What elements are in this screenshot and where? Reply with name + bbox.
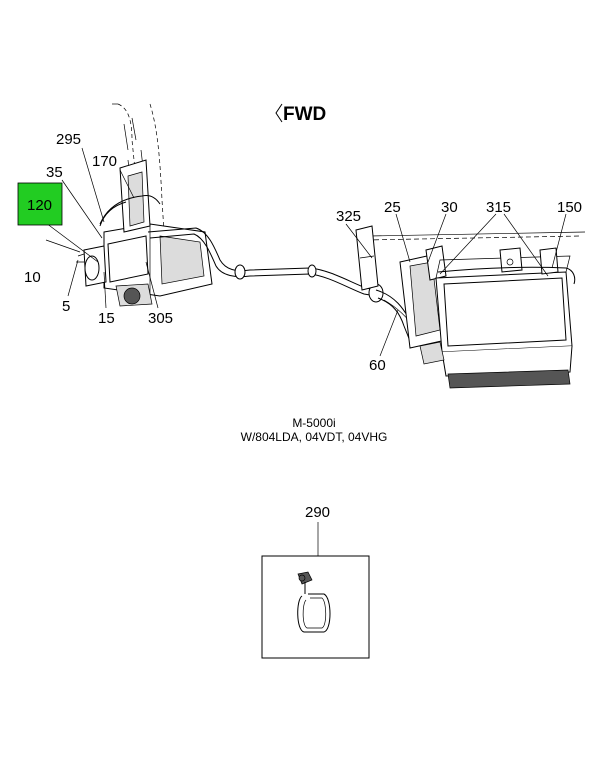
left-hvac-assembly <box>76 159 213 307</box>
callout-labels: 120 295 35 170 10 5 15 305 325 25 30 315… <box>17 131 582 521</box>
callout-35[interactable]: 35 <box>46 164 63 181</box>
callout-315[interactable]: 315 <box>486 199 511 216</box>
callout-5[interactable]: 5 <box>62 298 70 315</box>
callout-150[interactable]: 150 <box>557 199 582 216</box>
cab-pillar <box>112 103 165 233</box>
highlight-box <box>17 182 63 226</box>
detail-box-290 <box>261 555 370 659</box>
callout-60[interactable]: 60 <box>369 357 386 374</box>
callout-15[interactable]: 15 <box>98 310 115 327</box>
callout-120[interactable]: 120 <box>27 197 52 214</box>
model-line-2: W/804LDA, 04VDT, 04VHG <box>241 430 388 444</box>
callout-295[interactable]: 295 <box>56 131 81 148</box>
fwd-indicator: FWD <box>275 103 326 125</box>
callout-170[interactable]: 170 <box>92 153 117 170</box>
model-line-1: M-5000i <box>292 416 335 430</box>
callout-10[interactable]: 10 <box>24 269 41 286</box>
callout-25[interactable]: 25 <box>384 199 401 216</box>
callout-30[interactable]: 30 <box>441 199 458 216</box>
clamp-icon <box>297 571 331 633</box>
fwd-label: FWD <box>283 104 326 125</box>
callout-290[interactable]: 290 <box>305 504 330 521</box>
leader-lines <box>41 147 567 556</box>
right-hvac-assembly <box>355 225 586 389</box>
callout-305[interactable]: 305 <box>148 310 173 327</box>
model-caption: M-5000i W/804LDA, 04VDT, 04VHG <box>241 416 388 444</box>
callout-325[interactable]: 325 <box>336 208 361 225</box>
fwd-arrow-icon <box>275 103 283 123</box>
